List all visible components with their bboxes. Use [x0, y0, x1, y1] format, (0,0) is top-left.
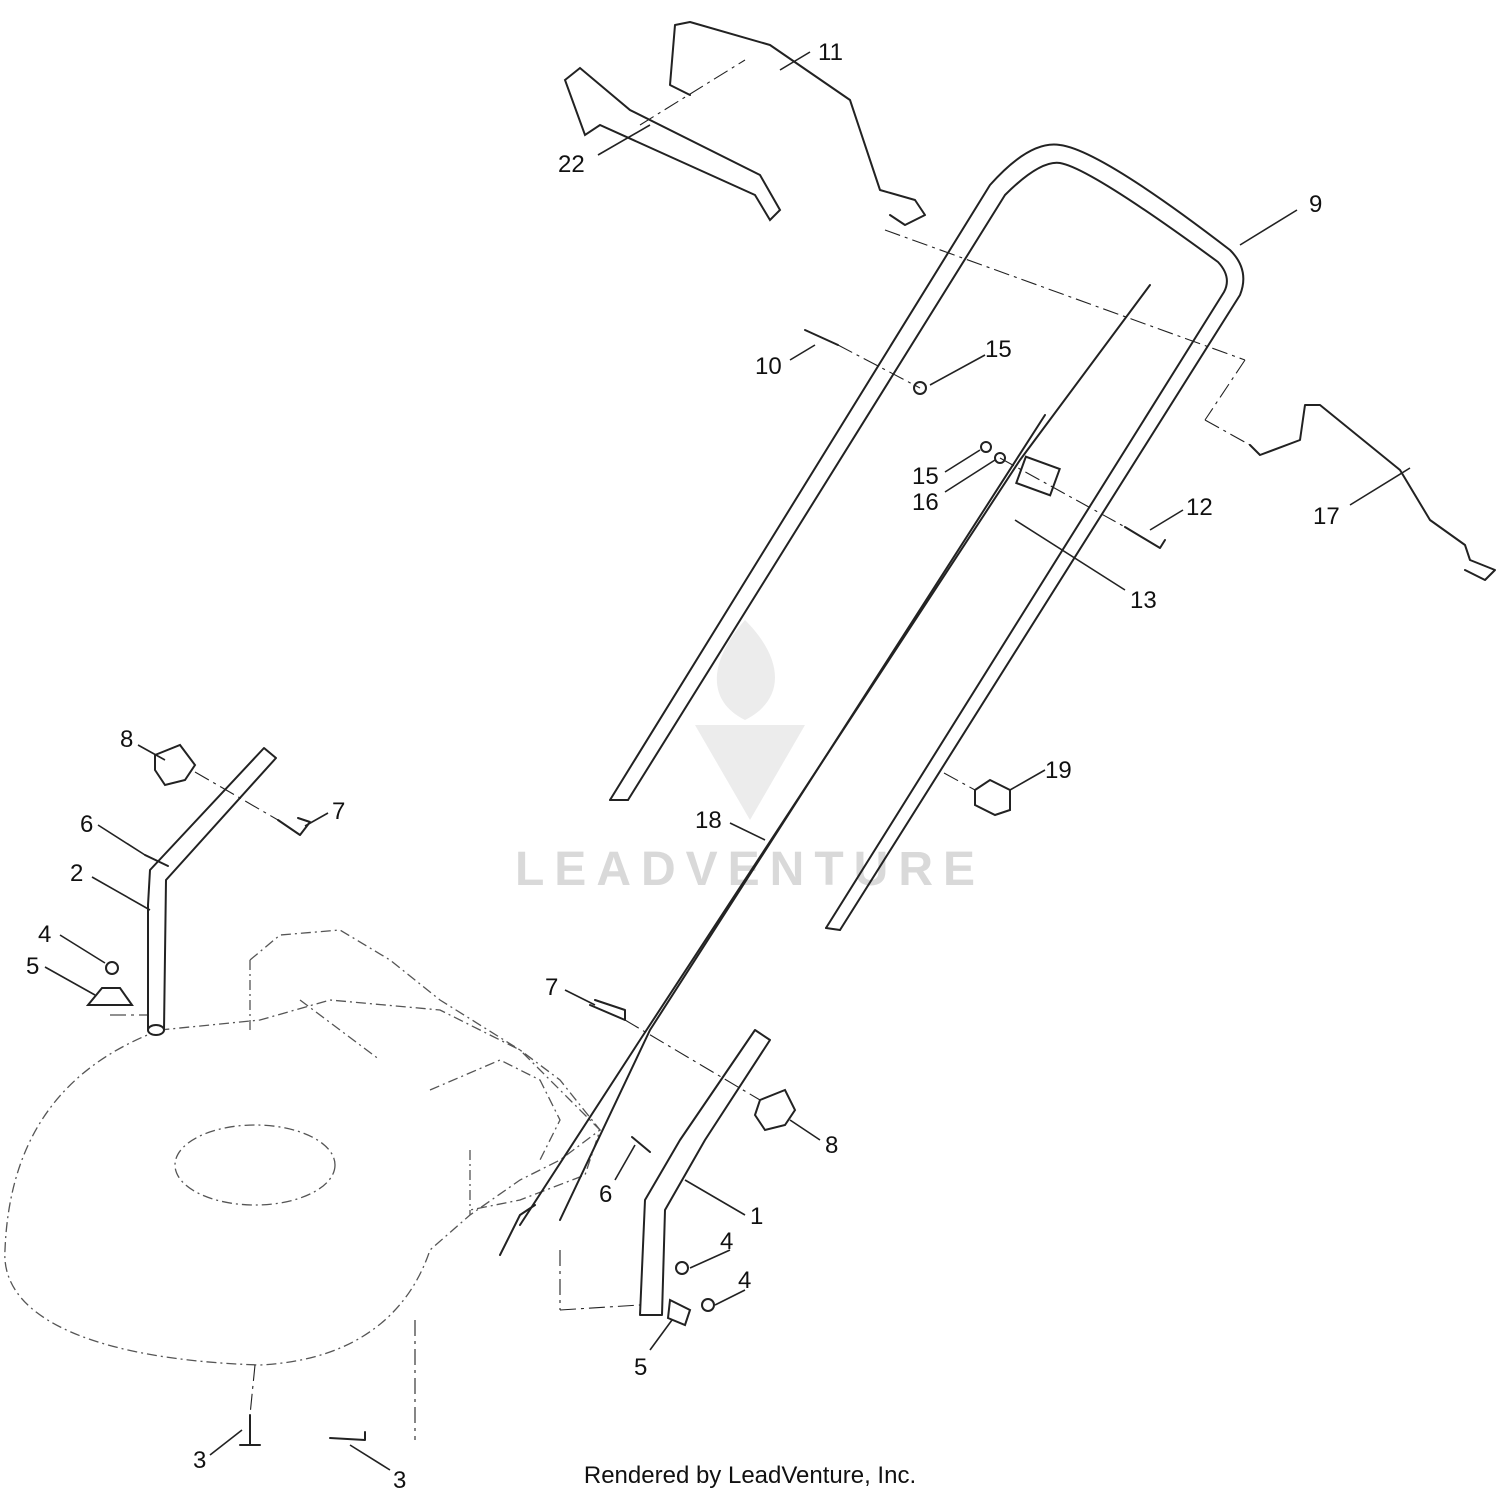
callout-4-right-b: 4: [738, 1267, 751, 1294]
part-7-bolt-right: [589, 999, 626, 1021]
callout-8-right: 8: [825, 1132, 838, 1159]
mower-deck-phantom: [4, 929, 601, 1366]
callout-16: 16: [912, 489, 939, 516]
part-18-control-cable: [499, 284, 1151, 1256]
callout-7-right: 7: [545, 974, 558, 1001]
part-3-bolt-a: [239, 1414, 261, 1446]
part-5-clip-right: [666, 1298, 692, 1327]
part-19-cable-clip: [974, 778, 1011, 817]
callout-13: 13: [1130, 587, 1157, 614]
callout-9: 9: [1309, 191, 1322, 218]
watermark-flame-icon: [716, 620, 775, 720]
callout-22: 22: [558, 151, 585, 178]
hardware: [85, 329, 1166, 1446]
part-6-screw-right: [631, 1136, 651, 1153]
callout-10: 10: [755, 353, 782, 380]
part-4-nut-left: [105, 961, 119, 975]
part-10-pin: [804, 329, 839, 346]
part-8-knob-right: [753, 1088, 797, 1132]
callouts: 11 22 9 10 15 15 16 12 17 13 19 18 8 7 6…: [26, 39, 1340, 1494]
part-15-nut-middle: [980, 441, 992, 453]
callout-7-left: 7: [332, 798, 345, 825]
callout-2: 2: [70, 860, 83, 887]
callout-15-upper: 15: [985, 336, 1012, 363]
part-4-nut-right-b: [701, 1298, 715, 1312]
watermark-v-icon: [695, 725, 805, 820]
part-2-left-lower-handle: [147, 747, 277, 1031]
leader-lines: [44, 51, 1411, 1471]
callout-17: 17: [1313, 503, 1340, 530]
callout-5-right: 5: [634, 1354, 647, 1381]
callout-15-middle: 15: [912, 463, 939, 490]
callout-8-left: 8: [120, 726, 133, 753]
callout-6-right: 6: [599, 1181, 612, 1208]
part-6-screw-left: [144, 854, 169, 867]
part-7-bolt-left: [277, 817, 311, 836]
callout-6-left: 6: [80, 811, 93, 838]
part-3-bolt-b: [329, 1431, 366, 1441]
callout-3-left: 3: [193, 1447, 206, 1474]
part-12-bolt: [1124, 526, 1166, 549]
watermark-brand-text: LEADVENTURE: [515, 843, 985, 896]
callout-3-right: 3: [393, 1467, 406, 1494]
part-13-control-bracket: [1015, 455, 1061, 497]
callout-11: 11: [818, 39, 843, 66]
part-4-nut-right-a: [675, 1261, 689, 1275]
callout-1: 1: [750, 1203, 763, 1230]
alignment-lines: [110, 59, 1251, 1440]
callout-4-left: 4: [38, 921, 51, 948]
callout-18: 18: [695, 807, 722, 834]
part-9-upper-handle: [609, 143, 1245, 931]
callout-19: 19: [1045, 757, 1072, 784]
part-17-lower-bail: [1249, 404, 1496, 581]
watermark: LEADVENTURE: [515, 620, 985, 896]
callout-5-left: 5: [26, 953, 39, 980]
rendered-by-credit: Rendered by LeadVenture, Inc.: [583, 1462, 917, 1489]
part-1-right-lower-handle: [639, 1029, 771, 1316]
callout-12: 12: [1186, 494, 1213, 521]
callout-4-right-a: 4: [720, 1228, 733, 1255]
part-11-upper-bail: [669, 21, 926, 226]
part-5-clip-left: [85, 987, 134, 1006]
part-8-knob-left: [154, 743, 197, 787]
part-22-grip-pad: [563, 66, 782, 222]
